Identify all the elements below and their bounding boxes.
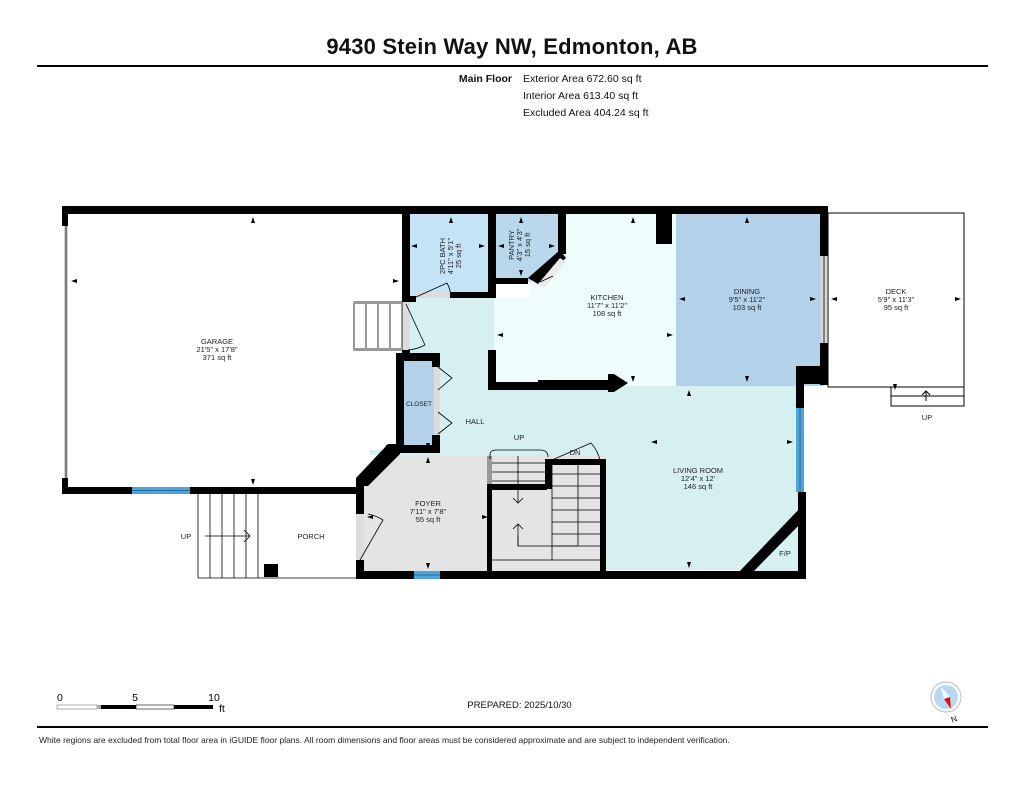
- dining-area: 103 sq ft: [733, 303, 763, 312]
- scale-bar: 0 5 10 ft: [56, 692, 225, 715]
- scale-unit: ft: [219, 703, 225, 715]
- porch-stairs: [197, 494, 356, 579]
- kitchen-floor: [494, 212, 676, 386]
- porch-label: PORCH: [297, 532, 324, 541]
- porch-up-label: UP: [181, 532, 191, 541]
- deck-dims: 5'9" x 11'3": [878, 295, 915, 304]
- dining-floor: [676, 212, 824, 386]
- garage-area: 371 sq ft: [203, 353, 233, 362]
- dimension-markers: [71, 217, 961, 569]
- footer-divider: [37, 726, 988, 728]
- deck-up-label: UP: [922, 413, 932, 422]
- foyer-area: 55 sq ft: [416, 515, 442, 524]
- kitchen-area: 108 sq ft: [593, 309, 623, 318]
- foyer-dims: 7'11" x 7'8": [410, 507, 447, 516]
- bath-area: 25 sq ft: [454, 243, 463, 269]
- closet-floor: [404, 360, 436, 450]
- hall-up-label: UP: [514, 433, 524, 442]
- garage-dims: 21'5" x 17'8": [196, 345, 237, 354]
- kitchen-dims: 11'7" x 11'2": [587, 301, 627, 310]
- disclaimer-text: White regions are excluded from total fl…: [39, 735, 730, 745]
- scale-tick-0: 0: [57, 692, 63, 704]
- walls: [62, 206, 828, 579]
- compass-icon: N: [930, 681, 962, 725]
- floor-label: Main Floor: [458, 73, 512, 85]
- pantry-dims: 4'3" x 4'3": [515, 228, 524, 261]
- kitchen-label: KITCHEN: [591, 293, 624, 302]
- deck-label: DECK: [886, 287, 907, 296]
- foyer-label: FOYER: [415, 499, 441, 508]
- interior-stairs: [487, 449, 600, 561]
- excluded-area: Excluded Area 404.24 sq ft: [523, 107, 649, 119]
- exterior-area: Exterior Area 672.60 sq ft: [523, 73, 642, 85]
- hall-label: HALL: [466, 417, 485, 426]
- garage-stairs: [353, 301, 403, 351]
- dining-label: DINING: [734, 287, 760, 296]
- scale-tick-10: 10: [208, 692, 220, 704]
- closet-label: CLOSET: [406, 401, 432, 408]
- living-area: 146 sq ft: [684, 482, 714, 491]
- doors: [356, 258, 601, 561]
- scale-tick-5: 5: [132, 692, 138, 704]
- bath-dims: 4'11" x 5'1": [446, 237, 455, 274]
- deck-area: 95 sq ft: [884, 303, 910, 312]
- dining-dims: 9'5" x 11'2": [729, 295, 766, 304]
- living-label: LIVING ROOM: [673, 466, 723, 475]
- windows: [64, 226, 827, 579]
- interior-area: Interior Area 613.40 sq ft: [523, 90, 638, 102]
- living-dims: 12'4" x 12': [681, 474, 716, 483]
- prepared-date: PREPARED: 2025/10/30: [467, 700, 572, 711]
- garage-floor: [68, 212, 408, 490]
- room-labels: GARAGE 21'5" x 17'8" 371 sq ft 2PC BATH …: [181, 228, 932, 558]
- svg-text:N: N: [950, 714, 959, 725]
- page-title: 9430 Stein Way NW, Edmonton, AB: [326, 34, 698, 59]
- bath-floor: [408, 212, 494, 297]
- bath-label: 2PC BATH: [438, 238, 447, 274]
- hall-dn-label: DN: [570, 448, 581, 457]
- garage-label: GARAGE: [201, 337, 233, 346]
- pantry-label: PANTRY: [507, 230, 516, 260]
- pantry-area: 15 sq ft: [523, 232, 532, 258]
- living-hall-floor: [370, 297, 800, 570]
- fireplace-label: F/P: [779, 549, 791, 558]
- foyer-floor: [360, 455, 490, 575]
- title-divider: [37, 65, 988, 67]
